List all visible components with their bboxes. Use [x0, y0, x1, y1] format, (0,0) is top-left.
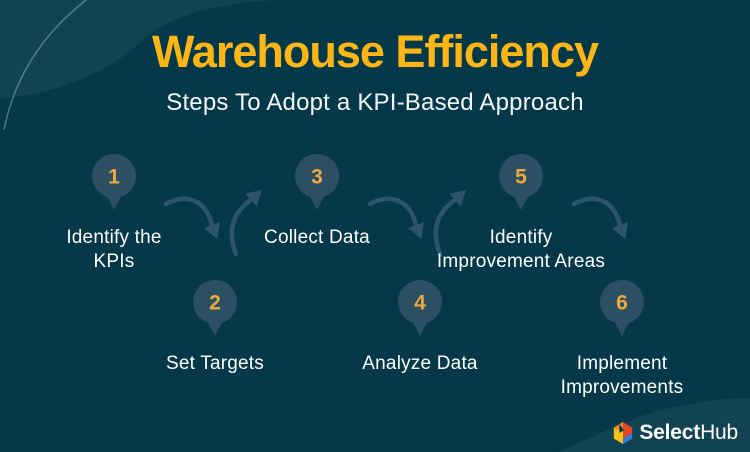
curved-arrow-up-icon [229, 189, 263, 256]
page-title: Warehouse Efficiency [152, 26, 599, 77]
selecthub-cube-icon [614, 422, 633, 444]
step-label: Identify the KPIs [66, 226, 161, 274]
step-number: 4 [414, 292, 426, 315]
header: Warehouse Efficiency Steps To Adopt a KP… [0, 28, 750, 117]
step-number: 3 [311, 166, 323, 189]
step-3: 3 Collect Data [217, 153, 417, 250]
logo-text-hub: Hub [700, 421, 738, 444]
step-label-line: Improvement Areas [436, 251, 606, 272]
pin-icon: 6 [600, 280, 644, 336]
arc-line [3, 0, 88, 131]
pin-icon: 1 [92, 154, 136, 210]
step-number: 1 [108, 166, 120, 189]
selecthub-logo-text: SelectHub [639, 421, 738, 445]
step-label-line: Analyze Data [362, 353, 478, 374]
curved-arrow-down-icon [571, 196, 628, 240]
curved-arrow-up-icon [433, 189, 467, 256]
step-label: Implement Improvements [561, 352, 684, 400]
step-label-line: Identify the [66, 227, 162, 248]
curved-arrow-down-icon [163, 196, 220, 240]
step-label-line: Collect Data [264, 227, 370, 248]
step-4: 4 Analyze Data [320, 279, 520, 376]
step-label-line: Set Targets [166, 353, 264, 374]
step-label: Analyze Data [362, 352, 477, 376]
top-left-blob-shape [0, 0, 274, 99]
page-subtitle: Steps To Adopt a KPI-Based Approach [166, 89, 584, 117]
curved-arrow-down-icon [367, 196, 424, 240]
pin-icon: 4 [398, 280, 442, 336]
logo-text-select: Select [639, 421, 701, 444]
step-label: Identify Improvement Areas [437, 226, 605, 274]
step-5: 5 Identify Improvement Areas [421, 153, 621, 274]
step-label: Set Targets [166, 352, 264, 376]
step-label-line: Implement [576, 353, 668, 374]
step-label-line: Improvements [560, 377, 684, 398]
step-2: 2 Set Targets [115, 279, 315, 376]
pin-icon: 3 [295, 154, 339, 210]
step-number: 2 [209, 292, 221, 315]
step-label-line: KPIs [93, 251, 135, 272]
step-label: Collect Data [264, 226, 370, 250]
step-number: 5 [515, 166, 527, 189]
selecthub-logo: SelectHub [612, 421, 738, 445]
step-number: 6 [616, 292, 628, 315]
pin-icon: 2 [193, 280, 237, 336]
bottom-wave-shape [557, 398, 750, 452]
step-label-line: Identify [489, 227, 553, 248]
pin-icon: 5 [499, 154, 543, 210]
step-6: 6 Implement Improvements [522, 279, 722, 400]
step-1: 1 Identify the KPIs [14, 153, 214, 274]
